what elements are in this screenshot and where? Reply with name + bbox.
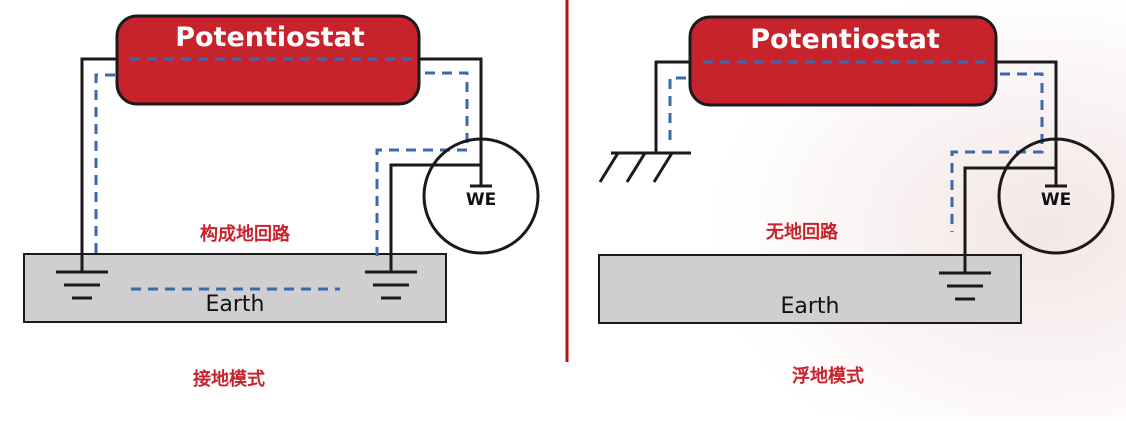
we-label: WE <box>466 190 496 210</box>
wire-right <box>419 57 483 186</box>
wire-left <box>80 57 117 272</box>
earth-ground-icon <box>939 271 991 301</box>
earth-label: Earth <box>206 292 265 317</box>
wire-we-to-ground <box>963 166 1056 273</box>
mode-caption: 接地模式 <box>193 368 265 390</box>
signal-path-dashed <box>668 72 1044 232</box>
earth-block <box>598 254 1022 324</box>
right-panel: Earth Potentiostat WE <box>598 15 1115 387</box>
left-panel: Earth Potentiostat WE <box>23 14 540 390</box>
earth-ground-icon <box>56 270 108 300</box>
we-label: WE <box>1041 190 1071 210</box>
electrode-circle-icon <box>997 137 1115 255</box>
wires <box>654 60 1058 273</box>
earth-label: Earth <box>781 294 840 319</box>
loop-caption: 无地回路 <box>766 221 839 243</box>
wire-we-to-ground <box>389 163 481 272</box>
potentiostat-label: Potentiostat <box>750 24 940 55</box>
chassis-ground-icon <box>598 151 691 183</box>
potentiostat-label: Potentiostat <box>175 22 365 53</box>
loop-caption: 构成地回路 <box>200 223 291 245</box>
wires <box>80 57 483 272</box>
mode-caption: 浮地模式 <box>792 365 864 387</box>
earth-ground-icon <box>365 270 417 300</box>
wire-left-to-chassis <box>654 60 690 153</box>
wire-right <box>996 60 1058 186</box>
electrode-circle-icon <box>422 137 540 255</box>
